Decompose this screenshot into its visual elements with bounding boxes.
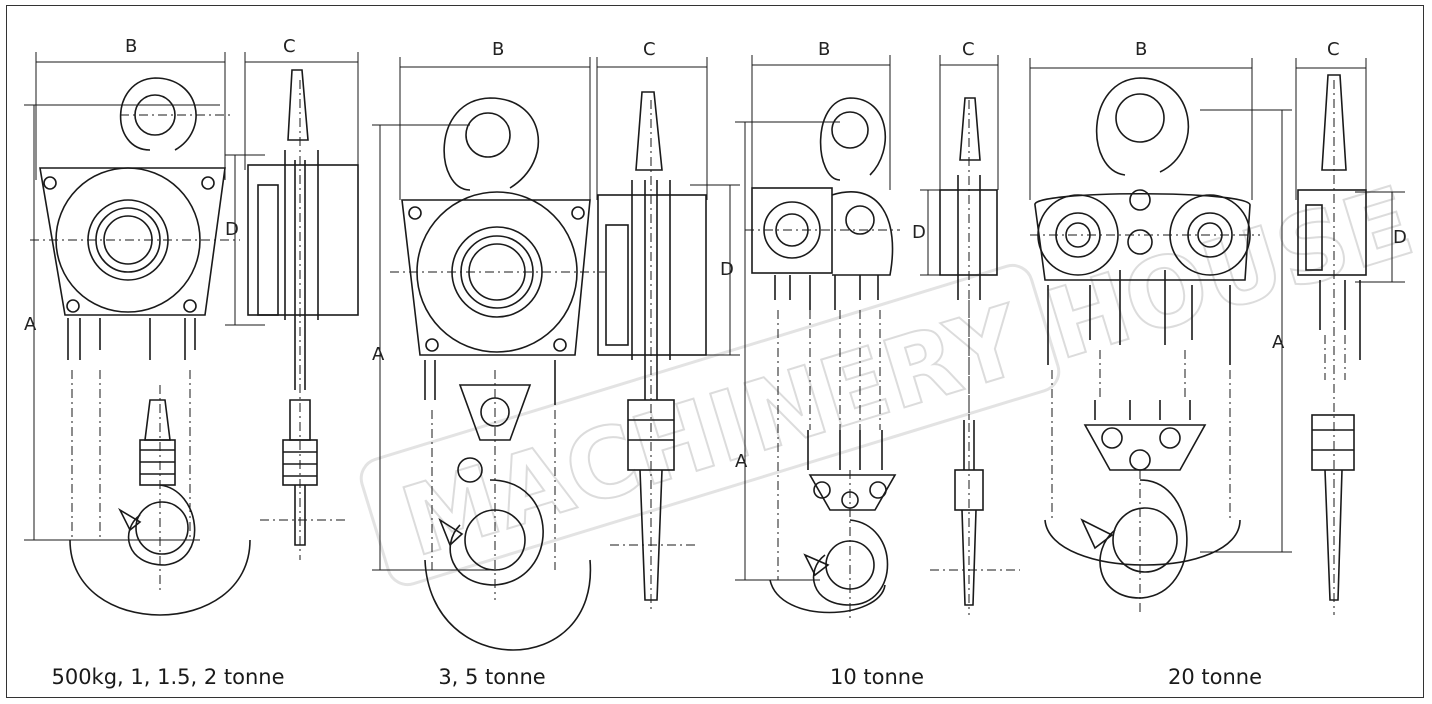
caption-3-5-tonne: 3, 5 tonne (438, 665, 546, 689)
hoist-ten-front: B A (735, 39, 900, 620)
dim-label-d: D (225, 219, 239, 240)
dim-label-d: D (1393, 227, 1407, 248)
dim-label-c: C (283, 36, 296, 57)
dim-label-d: D (912, 222, 926, 243)
dim-label-b: B (818, 39, 830, 60)
dim-label-a: A (1272, 332, 1285, 353)
hoist-ten-side: C D (912, 39, 1020, 615)
dim-label-c: C (643, 39, 656, 60)
caption-500kg-2-tonne: 500kg, 1, 1.5, 2 tonne (51, 665, 285, 689)
dim-label-c: C (1327, 39, 1340, 60)
dim-label-b: B (1135, 39, 1147, 60)
caption-10-tonne: 10 tonne (829, 665, 925, 689)
hoist-twenty-side: C D (1295, 39, 1407, 615)
hoist-small-side: C D (225, 36, 359, 560)
hoist-twenty-front: B A (1029, 39, 1292, 612)
dim-label-d: D (720, 259, 734, 280)
dim-label-b: B (492, 39, 504, 60)
dim-label-a: A (372, 344, 385, 365)
dim-label-b: B (125, 36, 137, 57)
dim-label-a: A (735, 451, 748, 472)
caption-20-tonne: 20 tonne (1167, 665, 1263, 689)
hoist-medium-front: B A (372, 39, 605, 651)
dim-label-c: C (962, 39, 975, 60)
hoist-small-front: B A (24, 36, 251, 616)
hoist-medium-side: C D (596, 39, 740, 610)
dim-label-a: A (24, 314, 37, 335)
watermark-text: MACHINERY HOUSE (390, 165, 1425, 579)
